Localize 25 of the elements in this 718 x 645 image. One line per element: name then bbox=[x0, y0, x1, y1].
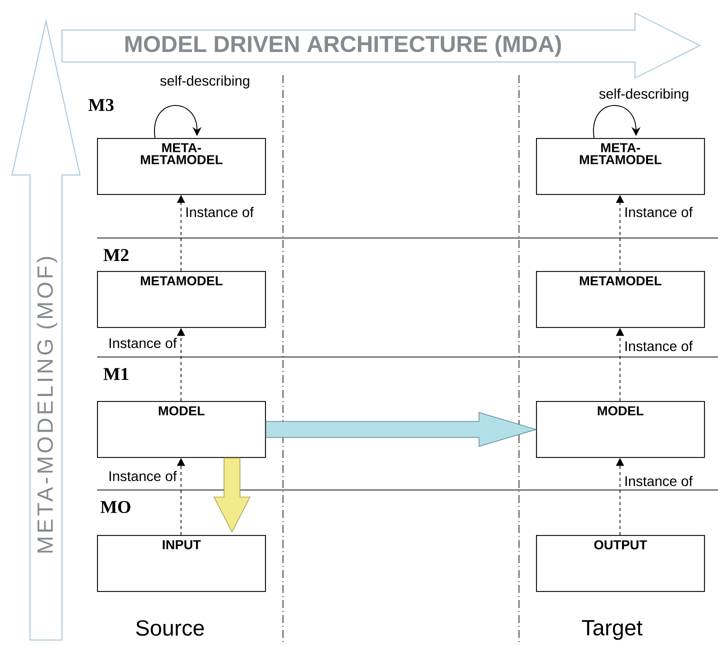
model-box: METAMODEL bbox=[97, 271, 266, 328]
self-loop-arrow bbox=[154, 105, 202, 138]
edge-label: Instance of bbox=[186, 206, 254, 218]
edge-label: Instance of bbox=[625, 340, 693, 352]
level-label: M1 bbox=[104, 368, 128, 380]
model-box: OUTPUT bbox=[536, 535, 705, 592]
model-box: MODEL bbox=[97, 401, 266, 458]
block-arrow bbox=[214, 458, 250, 533]
column-label: Target bbox=[582, 620, 642, 640]
level-label: M2 bbox=[104, 249, 128, 261]
model-box: MODEL bbox=[536, 401, 705, 458]
self-loop-arrow bbox=[593, 105, 641, 138]
level-label: M3 bbox=[88, 98, 114, 112]
model-box: METAMODEL bbox=[536, 271, 705, 328]
edge-label: self-describing bbox=[599, 88, 688, 102]
block-arrow bbox=[266, 412, 538, 447]
model-box: INPUT bbox=[97, 535, 266, 592]
edge-label: Instance of bbox=[110, 470, 177, 482]
model-box: META- METAMODEL bbox=[97, 138, 266, 195]
edge-label: Instance of bbox=[625, 476, 693, 486]
model-box: META- METAMODEL bbox=[536, 138, 705, 195]
level-label: MO bbox=[100, 500, 130, 514]
edge-label: Instance of bbox=[625, 206, 693, 218]
column-label: Source bbox=[136, 620, 204, 636]
edge-label: Instance of bbox=[110, 338, 177, 348]
